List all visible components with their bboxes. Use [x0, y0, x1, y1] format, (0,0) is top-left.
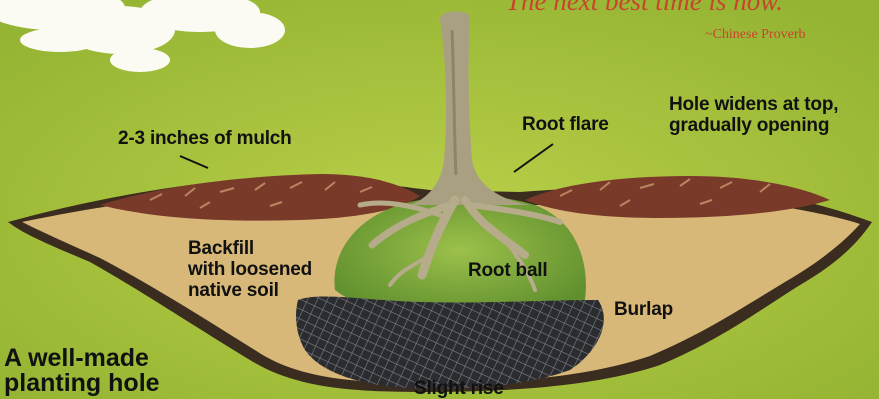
root-flare-label: Root flare — [522, 114, 609, 135]
caption-line2: planting hole — [4, 371, 160, 396]
root-ball-label: Root ball — [468, 260, 547, 281]
backfill-line1: Backfill — [188, 238, 312, 259]
mulch-label: 2-3 inches of mulch — [118, 128, 292, 149]
backfill-line3: native soil — [188, 280, 312, 301]
hole-widens-label: Hole widens at top, gradually opening — [669, 94, 838, 136]
burlap-label: Burlap — [614, 299, 673, 320]
quote-text: The next best time is now. — [506, 0, 783, 17]
caption-line1: A well-made — [4, 346, 160, 371]
diagram-caption: A well-made planting hole — [4, 346, 160, 396]
hole-widens-line2: gradually opening — [669, 115, 838, 136]
backfill-label: Backfill with loosened native soil — [188, 238, 312, 301]
quote-attribution: ~Chinese Proverb — [705, 27, 806, 43]
backfill-line2: with loosened — [188, 259, 312, 280]
hole-widens-line1: Hole widens at top, — [669, 94, 838, 115]
slight-rise-label: Slight rise — [414, 378, 504, 399]
